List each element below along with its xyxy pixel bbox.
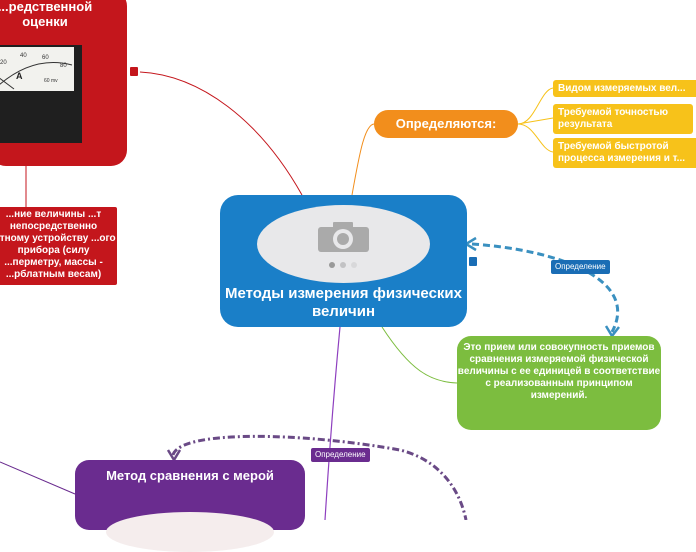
direct-evaluation-title: ...редственной оценки xyxy=(0,0,93,29)
determinant-item-1[interactable]: Видом измеряемых вел... xyxy=(553,80,696,97)
determinant-item-3[interactable]: Требуемой быстротой процесса измерения и… xyxy=(553,138,696,168)
definition-link-label[interactable]: Определение xyxy=(551,260,610,274)
red-note-icon[interactable] xyxy=(130,67,138,76)
determinant-item-2[interactable]: Требуемой точностью результата xyxy=(553,104,693,134)
meter-corner-text: 60 mv xyxy=(44,78,58,84)
camera-icon xyxy=(318,222,369,268)
bottom-dashed-link xyxy=(171,434,468,520)
ammeter-face: 20 40 60 80 A 60 mv xyxy=(0,47,74,91)
link-central-orange xyxy=(351,123,375,196)
ammeter-scale: 20 40 60 80 A 60 mv xyxy=(0,53,73,90)
determined-by-node[interactable]: Определяются: xyxy=(374,110,518,138)
bottom-definition-link-label[interactable]: Определение xyxy=(311,448,370,462)
meter-unit: A xyxy=(16,71,23,81)
definition-node[interactable]: Это прием или совокупность приемов сравн… xyxy=(457,336,661,430)
comparison-method-title: Метод сравнения с мерой xyxy=(106,468,274,483)
direct-evaluation-node[interactable]: ...редственной оценки 20 40 60 80 A 60 m… xyxy=(0,0,127,166)
camera-placeholder xyxy=(257,205,430,283)
scale-label-40: 40 xyxy=(20,53,27,59)
scale-label-20: 20 xyxy=(0,60,7,66)
direct-evaluation-description: ...ние величины ...т непосредственно ...… xyxy=(0,207,117,285)
link-orange-items xyxy=(517,87,554,153)
central-note-icon[interactable] xyxy=(469,257,477,266)
scale-label-60: 60 xyxy=(42,55,49,61)
link-central-red xyxy=(139,71,303,196)
comparison-method-image xyxy=(106,512,274,552)
scale-label-80: 80 xyxy=(60,63,67,69)
definition-dashed-link xyxy=(471,242,620,333)
link-central-purple xyxy=(324,326,341,520)
link-central-green xyxy=(381,326,458,384)
central-topic-node[interactable]: Методы измерения физических величин xyxy=(220,195,467,327)
connection-lines xyxy=(0,71,620,520)
central-topic-title: Методы измерения физических величин xyxy=(225,285,462,320)
link-left-purple xyxy=(0,461,76,495)
ammeter-image: 20 40 60 80 A 60 mv xyxy=(0,45,82,143)
